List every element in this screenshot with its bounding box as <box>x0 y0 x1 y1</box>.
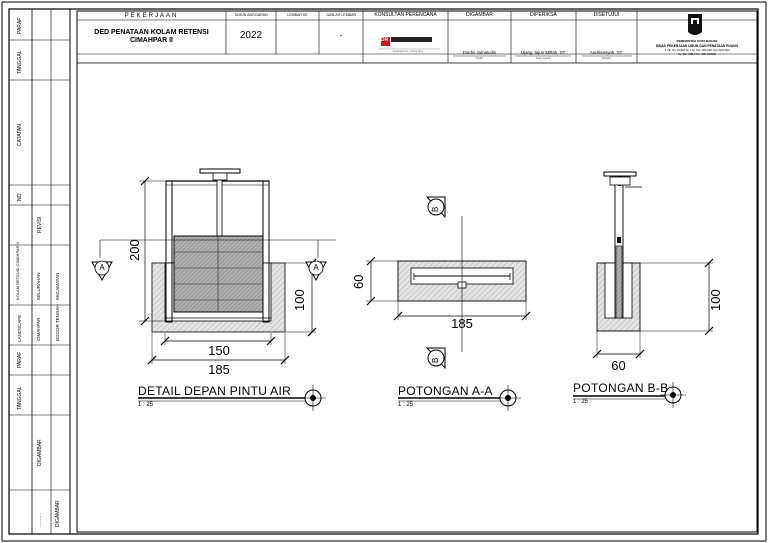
project-name-line1: DED PENATAAN KOLAM RETENSI <box>94 29 209 36</box>
side-paraf-2: PARAF <box>17 351 23 368</box>
front-dim-depth: 100 <box>292 289 307 311</box>
north-arrow-section-b-icon <box>660 382 686 408</box>
side-cimahpar: CIMAHPAR <box>36 317 41 341</box>
front-title: DETAIL DEPAN PINTU AIR <box>138 384 292 398</box>
side-tanggal: TANGGAL <box>17 50 23 74</box>
section-b-scale: 1 : 25 <box>573 399 589 405</box>
drawn-by-role: Drafter <box>475 57 484 60</box>
side-tanggal-2: TANGGAL <box>17 386 23 410</box>
side-digambar: DIGAMBAR <box>37 439 43 466</box>
front-dim-height: 200 <box>127 239 142 261</box>
agency-line1: PEMERINTAH KOTA BOGOR <box>676 39 718 43</box>
section-a-mark-top: B <box>431 206 440 212</box>
front-view-drawing <box>91 168 336 411</box>
section-a-dim-height: 60 <box>351 274 366 289</box>
section-b-bottom-marker-icon <box>425 347 446 370</box>
section-a-scale: 1 : 25 <box>398 402 414 408</box>
header-jumlah-lembar: JUMLAH LEMBAR <box>325 13 357 17</box>
section-a-title: POTONGAN A-A <box>398 384 493 398</box>
north-arrow-front-icon <box>300 385 326 411</box>
side-bogor-tengah: BOGOR TENGAH <box>55 304 60 341</box>
consultant-caption: ENGINEERING CONSULTANT <box>392 51 424 53</box>
checked-by-role: Team Leader <box>535 57 552 60</box>
header-lembar-ke: LEMBAR KE <box>287 13 308 17</box>
agency-line2: DINAS PEKERJAAN UMUM DAN PENATAAN RUANG <box>655 44 739 48</box>
side-kelurahan: KELURAHAN <box>36 272 41 300</box>
consultant-logo-icon <box>378 37 440 50</box>
section-a-drawing <box>366 196 531 411</box>
agency-line4: Cq., Bdn. 0251-8 Pcs. 0251 0000000 <box>678 54 716 56</box>
header-diperiksa: DIPERIKSA <box>530 12 557 18</box>
side-paraf: PARAF <box>17 17 23 34</box>
consultant-logo-text: DR <box>381 37 389 43</box>
side-digambar-2: DIGAMBAR <box>55 500 61 527</box>
agency-line3: Jl. Pdt. Ahli Tirtohadi No. 1 Ds. Telp. … <box>664 50 730 52</box>
header-tahun-anggaran: TAHUN ANGGARAN <box>234 13 268 17</box>
front-section-mark-left: A <box>99 263 105 272</box>
year-value: 2022 <box>239 30 263 41</box>
front-dim-inner-width: 150 <box>208 343 230 358</box>
header-digambar: DIGAMBAR <box>466 12 493 18</box>
side-catatan: CATATAN <box>17 124 23 146</box>
bogor-emblem-icon <box>688 14 702 35</box>
north-arrow-section-a-icon <box>495 385 521 411</box>
drawn-by-name: Dindin Jamaludin <box>462 50 497 55</box>
header-konsultan: KONSULTAN PERENCANA <box>374 12 437 18</box>
section-b-dim-height: 100 <box>708 289 723 311</box>
header-disetujui: DISETUJUI <box>593 12 620 18</box>
section-a-dim-width: 185 <box>451 316 473 331</box>
side-landscape: LANDSCAPE <box>17 314 22 342</box>
side-kecamatan: KECAMATAN <box>55 272 60 300</box>
section-b-top-marker-icon <box>425 196 446 219</box>
section-a-left-marker-icon <box>91 260 113 282</box>
project-name-line2: CIMAHPAR II <box>129 37 174 44</box>
side-kolam-retensi: KOLAM RETENSI CIMAHPAR II <box>15 242 20 300</box>
approved-by-name: Andriansyah, ST. <box>589 50 624 55</box>
checked-by-name: Ujang Jajun Miftah, ST. <box>520 50 567 55</box>
section-a-mark-bottom: B <box>431 357 440 363</box>
front-section-mark-right: A <box>313 263 319 272</box>
jumlah-lembar-value: - <box>339 31 343 40</box>
section-b-dim-width: 60 <box>611 358 626 373</box>
header-pekerjaan: PEKERJAAN <box>124 13 179 19</box>
side-no: NO <box>17 193 23 202</box>
side-revisi: REVISI <box>37 216 43 233</box>
side-dots: .......... <box>37 513 43 527</box>
section-b-drawing <box>573 171 714 408</box>
section-b-title: POTONGAN B-B <box>573 381 669 395</box>
section-a-right-marker-icon <box>305 260 327 282</box>
front-scale: 1 : 25 <box>138 402 154 408</box>
front-dim-outer-width: 185 <box>208 362 230 377</box>
approved-by-role: Direktur <box>601 57 612 60</box>
